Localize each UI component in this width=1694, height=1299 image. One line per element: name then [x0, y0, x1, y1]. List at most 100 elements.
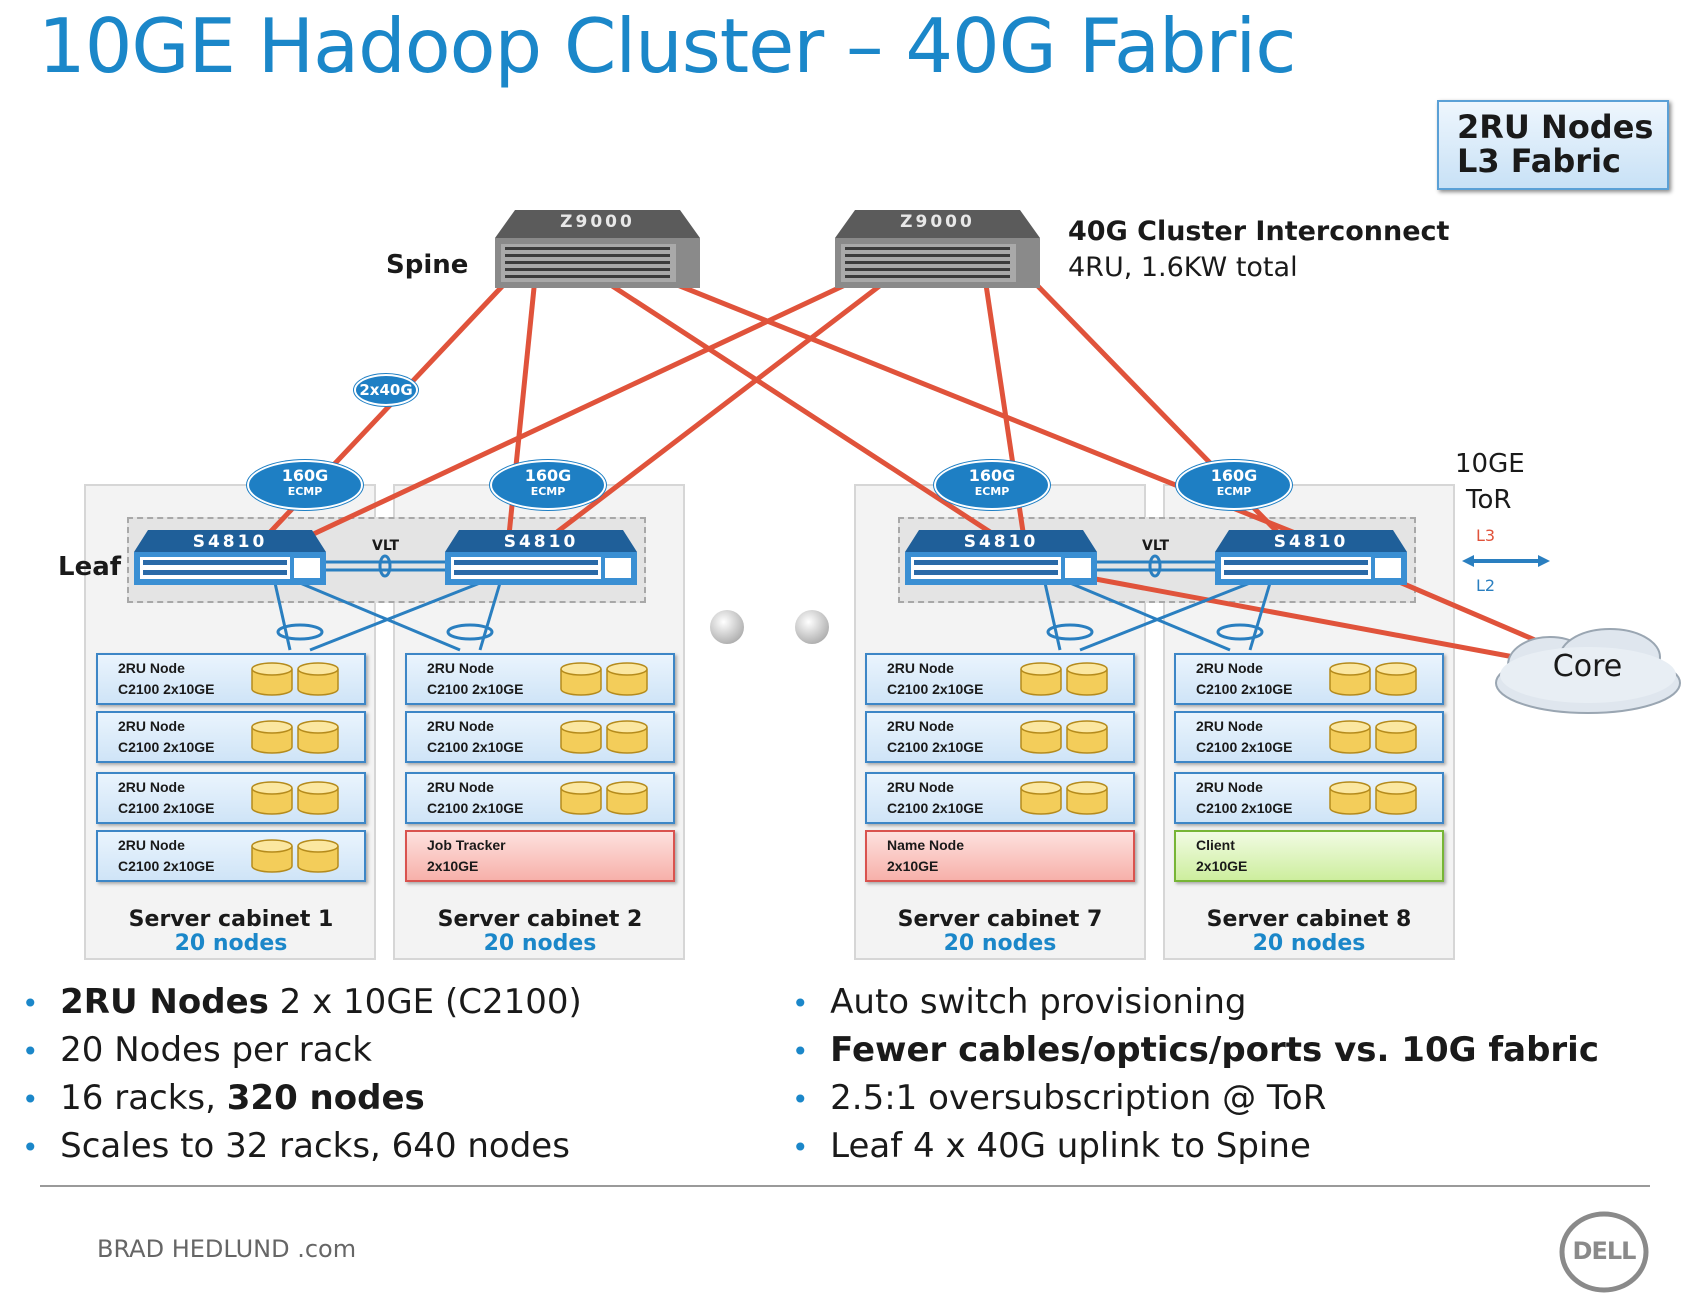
- node-label: 2RU Node: [1196, 660, 1263, 676]
- leaf-switch-4-model: S4810: [1273, 532, 1349, 552]
- bullets-right: • Auto switch provisioning • Fewer cable…: [792, 982, 1599, 1174]
- bullet-right-1: • Auto switch provisioning: [792, 982, 1247, 1022]
- ecmp-speed: 160G: [968, 466, 1016, 485]
- leaf-switch-1: S4810: [134, 530, 326, 585]
- ellipsis-dot: [795, 610, 829, 644]
- z9000-switch-icon: [495, 210, 700, 288]
- cloud-icon: [1495, 628, 1681, 714]
- disk-icon: [251, 839, 339, 873]
- vlt-label-right: VLT: [1142, 538, 1169, 554]
- disk-icon: [560, 720, 648, 754]
- spine-leaf-links: [256, 275, 1536, 663]
- cabinet-name: Server cabinet 1: [128, 907, 334, 932]
- disk-icon: [560, 662, 648, 696]
- node-label: 2RU Node: [118, 837, 185, 853]
- node-label: 2RU Node: [427, 718, 494, 734]
- s4810-switch-icon: [134, 530, 326, 585]
- node-sublabel: C2100 2x10GE: [427, 739, 524, 755]
- disk-icon: [560, 781, 648, 815]
- node-label: 2RU Node: [118, 660, 185, 676]
- bullets-left: • 2RU Nodes 2 x 10GE (C2100) • 20 Nodes …: [22, 982, 582, 1174]
- leaf-switch-4: S4810: [1215, 530, 1407, 585]
- node-label: 2RU Node: [427, 779, 494, 795]
- cabinet-node-count: 20 nodes: [943, 931, 1057, 956]
- bullet-text: 16 racks,: [60, 1078, 227, 1118]
- node-sublabel: C2100 2x10GE: [427, 800, 524, 816]
- ecmp-type: ECMP: [287, 485, 323, 498]
- disk-icon: [1329, 720, 1417, 754]
- badge-line-2: L3 Fabric: [1457, 142, 1621, 180]
- tor-legend-l3: L3: [1476, 526, 1496, 545]
- dell-logo-text: DELL: [1572, 1237, 1637, 1265]
- leaf-label: Leaf: [58, 552, 122, 582]
- leaf-switch-3-model: S4810: [963, 532, 1039, 552]
- s4810-switch-icon: [1215, 530, 1407, 585]
- cabinet-node-count: 20 nodes: [1252, 931, 1366, 956]
- footer-brand: BRAD HEDLUND .com: [97, 1235, 357, 1263]
- bullet-text: Fewer cables/optics/ports vs. 10G fabric: [830, 1030, 1599, 1070]
- node-label: 2RU Node: [1196, 718, 1263, 734]
- interconnect-title: 40G Cluster Interconnect: [1068, 216, 1450, 247]
- dell-logo-icon: [1559, 1211, 1649, 1293]
- leaf-switch-2: S4810: [445, 530, 637, 585]
- node-sublabel: C2100 2x10GE: [118, 681, 215, 697]
- core-label: Core: [1552, 649, 1623, 684]
- link-speed-badge: 2x40G: [354, 374, 418, 406]
- bullet-left-2: • 20 Nodes per rack: [22, 1030, 372, 1070]
- bullet-text: Scales to 32 racks, 640 nodes: [60, 1126, 570, 1166]
- node-label: Client: [1196, 837, 1235, 853]
- spine-switch-1: Z9000: [495, 210, 700, 288]
- ecmp-type: ECMP: [974, 485, 1010, 498]
- spine-label: Spine: [386, 250, 469, 280]
- disk-icon: [1020, 662, 1108, 696]
- node-sublabel: C2100 2x10GE: [887, 739, 984, 755]
- ellipsis-dot: [710, 610, 744, 644]
- node-sublabel: C2100 2x10GE: [1196, 681, 1293, 697]
- node-sublabel: 2x10GE: [887, 858, 939, 874]
- spine-switch-1-model: Z9000: [560, 212, 635, 232]
- ecmp-oval-3: 160G ECMP: [934, 460, 1050, 510]
- node-label: 2RU Node: [887, 718, 954, 734]
- z9000-switch-icon: [835, 210, 1040, 288]
- bullet-text: 20 Nodes per rack: [60, 1030, 372, 1070]
- node-label: 2RU Node: [427, 660, 494, 676]
- disk-icon: [1020, 720, 1108, 754]
- s4810-switch-icon: [445, 530, 637, 585]
- node-sublabel: C2100 2x10GE: [118, 858, 215, 874]
- node-sublabel: C2100 2x10GE: [887, 681, 984, 697]
- disk-icon: [1020, 781, 1108, 815]
- node-label: 2RU Node: [118, 779, 185, 795]
- leaf-switch-2-model: S4810: [503, 532, 579, 552]
- ecmp-oval-1: 160G ECMP: [247, 460, 363, 510]
- node-sublabel: C2100 2x10GE: [1196, 800, 1293, 816]
- bullet-text: Leaf 4 x 40G uplink to Spine: [830, 1126, 1311, 1166]
- tor-legend-line-1: 10GE: [1455, 449, 1525, 479]
- ecmp-oval-2: 160G ECMP: [490, 460, 606, 510]
- bullet-right-2: • Fewer cables/optics/ports vs. 10G fabr…: [792, 1030, 1599, 1070]
- tor-legend-line-2: ToR: [1466, 485, 1512, 515]
- node-sublabel: C2100 2x10GE: [1196, 739, 1293, 755]
- node-label: 2RU Node: [118, 718, 185, 734]
- cabinet-name: Server cabinet 8: [1206, 907, 1412, 932]
- ecmp-speed: 160G: [281, 466, 329, 485]
- bullet-left-4: • Scales to 32 racks, 640 nodes: [22, 1126, 570, 1166]
- cabinet-name: Server cabinet 2: [437, 907, 643, 932]
- ecmp-speed: 160G: [1210, 466, 1258, 485]
- bullet-left-3: • 16 racks, 320 nodes: [22, 1078, 425, 1118]
- leaf-switch-1-model: S4810: [192, 532, 268, 552]
- bullet-text: Auto switch provisioning: [830, 982, 1247, 1022]
- bullet-text: 2 x 10GE (C2100): [268, 982, 582, 1022]
- cabinet-node-count: 20 nodes: [483, 931, 597, 956]
- bullet-right-4: • Leaf 4 x 40G uplink to Spine: [792, 1126, 1311, 1166]
